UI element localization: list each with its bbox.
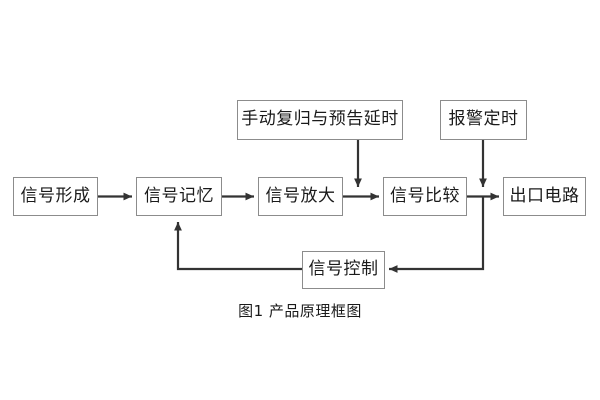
- node-signal-amplify[interactable]: 信号放大: [258, 177, 343, 216]
- node-label: 手动复归与预告延时: [241, 109, 399, 129]
- node-label: 信号记忆: [144, 185, 214, 206]
- node-signal-memory[interactable]: 信号记忆: [136, 177, 222, 216]
- node-label: 信号形成: [20, 185, 91, 206]
- node-signal-control[interactable]: 信号控制: [302, 251, 385, 289]
- node-label: 报警定时: [448, 109, 519, 129]
- node-alarm-timer[interactable]: 报警定时: [440, 100, 527, 140]
- node-output-circuit[interactable]: 出口电路: [503, 177, 586, 216]
- node-label: 信号控制: [308, 259, 379, 279]
- figure-caption: 图1 产品原理框图: [238, 302, 362, 320]
- node-signal-forming[interactable]: 信号形成: [13, 177, 98, 216]
- edge-control-to-memory: [174, 222, 302, 271]
- node-label: 信号放大: [265, 185, 336, 206]
- node-manual-reset[interactable]: 手动复归与预告延时: [237, 100, 403, 140]
- node-label: 信号比较: [390, 185, 460, 206]
- edge-output-to-control: [389, 196, 485, 273]
- node-signal-compare[interactable]: 信号比较: [383, 177, 467, 216]
- node-label: 出口电路: [509, 185, 580, 206]
